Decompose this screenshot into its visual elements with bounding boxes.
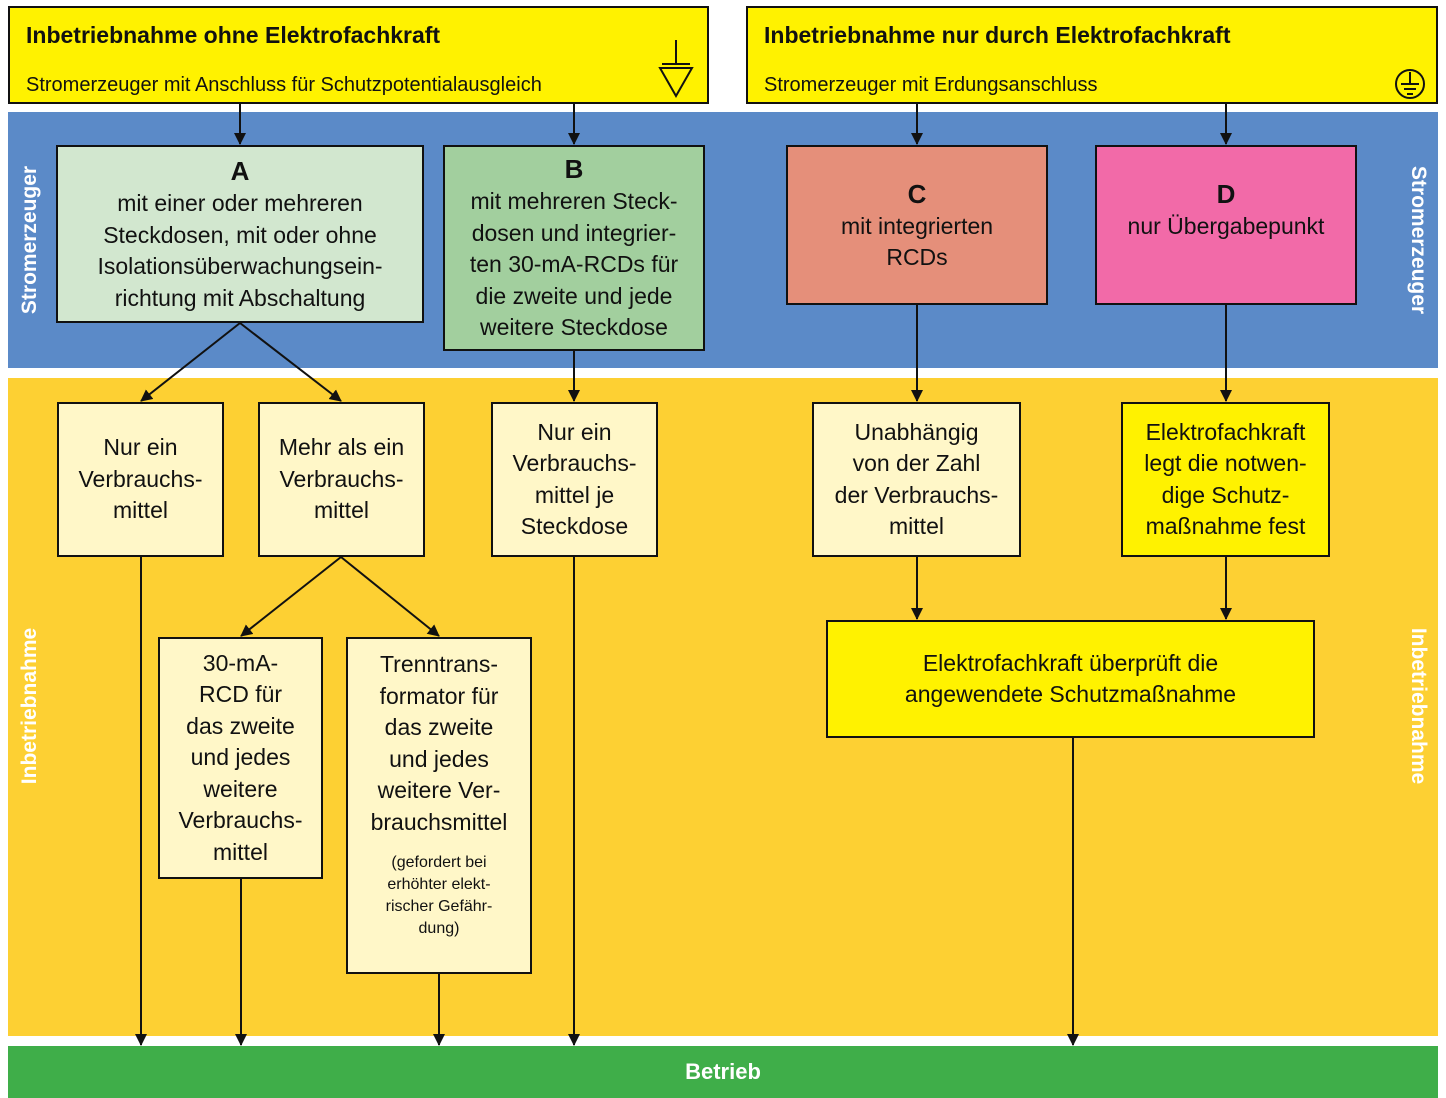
generator-b: B mit mehreren Steck- dosen und integrie… bbox=[443, 145, 705, 351]
transformer-note-line: rischer Gefähr- bbox=[385, 898, 493, 915]
generator-b-line: ten 30-mA-RCDs für bbox=[469, 251, 679, 278]
generator-a-line: richtung mit Abschaltung bbox=[114, 284, 366, 311]
generator-a: A mit einer oder mehreren Steckdosen, mi… bbox=[56, 145, 424, 323]
generator-c-letter: C bbox=[907, 178, 927, 209]
generator-b-line: weitere Steckdose bbox=[480, 314, 668, 341]
consumer-a2-line: Mehr als ein bbox=[278, 434, 405, 461]
arrow-a2-to-transformer bbox=[340, 556, 440, 637]
betrieb-label: Betrieb bbox=[685, 1059, 761, 1084]
measure-rcd: 30-mA- RCD für das zweite und jedes weit… bbox=[158, 637, 323, 879]
consumer-c1-line: der Verbrauchs- bbox=[834, 481, 999, 508]
measure-rcd-line: und jedes bbox=[190, 744, 291, 771]
consumer-a2-line: Verbrauchs- bbox=[279, 465, 404, 492]
header-left-title: Inbetriebnahme ohne Elektrofachkraft bbox=[26, 22, 441, 48]
generator-a-line: Isolationsüberwachungsein- bbox=[97, 253, 383, 279]
measure-rcd-line: RCD für bbox=[198, 681, 283, 708]
measure-transformer-line: brauchsmittel bbox=[370, 808, 508, 835]
measure-rcd-line: weitere bbox=[203, 775, 278, 802]
header-right-subtitle: Stromerzeuger mit Erdungsanschluss bbox=[764, 74, 1098, 96]
measure-check: Elektrofachkraft überprüft die angewende… bbox=[826, 620, 1315, 738]
measure-transformer: Trenntrans- formator für das zweite und … bbox=[346, 637, 532, 974]
arrow-a-to-a2 bbox=[239, 322, 342, 402]
generator-c-line: mit integrierten bbox=[840, 212, 994, 239]
consumer-a2: Mehr als ein Verbrauchs- mittel bbox=[258, 402, 425, 557]
consumer-b1-line: mittel je bbox=[534, 481, 615, 508]
measure-rcd-line: 30-mA- bbox=[202, 649, 279, 676]
measure-transformer-line: weitere Ver- bbox=[377, 777, 501, 803]
transformer-note-line: erhöhter elekt- bbox=[387, 876, 491, 893]
generator-d-letter: D bbox=[1216, 178, 1236, 209]
consumer-b1-line: Steckdose bbox=[520, 513, 629, 539]
measure-transformer-line: das zweite bbox=[384, 714, 494, 740]
arrow-a-to-a1 bbox=[140, 322, 241, 402]
consumer-a1-line: Verbrauchs- bbox=[78, 465, 203, 492]
generator-a-line: mit einer oder mehreren bbox=[117, 190, 363, 216]
consumer-a2-line: mittel bbox=[314, 497, 369, 524]
generator-b-line: die zweite und jede bbox=[475, 282, 673, 309]
generator-a-letter: A bbox=[230, 156, 250, 186]
header-right-title: Inbetriebnahme nur durch Elektrofachkraf… bbox=[764, 22, 1231, 48]
generator-c-line: RCDs bbox=[886, 244, 948, 270]
consumer-b1-line: Nur ein bbox=[537, 418, 612, 445]
consumer-d1-line: dige Schutz- bbox=[1161, 481, 1290, 508]
transformer-note: (gefordert bei erhöhter elekt- rischer G… bbox=[386, 852, 493, 940]
measure-transformer-line: und jedes bbox=[389, 745, 489, 772]
consumer-d1: Elektrofachkraft legt die notwen- dige S… bbox=[1121, 402, 1330, 557]
consumer-b1: Nur ein Verbrauchs- mittel je Steckdose bbox=[491, 402, 658, 557]
generator-b-line: mit mehreren Steck- bbox=[470, 188, 678, 215]
measure-rcd-line: mittel bbox=[213, 838, 268, 865]
consumer-a1-line: Nur ein bbox=[103, 434, 178, 461]
measure-transformer-line: Trenntrans- bbox=[379, 651, 499, 677]
transformer-note-line: (gefordert bei bbox=[391, 854, 487, 871]
measure-rcd-line: Verbrauchs- bbox=[178, 807, 303, 834]
transformer-note-line: dung) bbox=[418, 920, 460, 937]
generator-d: D nur Übergabepunkt bbox=[1095, 145, 1357, 305]
protective-earth-icon bbox=[1395, 69, 1425, 99]
consumer-c1: Unabhängig von der Zahl der Verbrauchs- … bbox=[812, 402, 1021, 557]
generator-b-line: dosen und integrier- bbox=[471, 219, 677, 246]
generator-c: C mit integrierten RCDs bbox=[786, 145, 1048, 305]
consumer-d1-line: legt die notwen- bbox=[1144, 450, 1307, 476]
arrow-a2-to-rcd bbox=[240, 556, 342, 637]
consumer-d1-line: maßnahme fest bbox=[1145, 513, 1306, 539]
consumer-b1-line: Verbrauchs- bbox=[512, 450, 637, 476]
consumer-c1-line: mittel bbox=[889, 513, 944, 539]
consumer-c1-line: von der Zahl bbox=[852, 450, 981, 476]
band-betrieb: Betrieb bbox=[8, 1046, 1438, 1098]
header-left-subtitle: Stromerzeuger mit Anschluss für Schutzpo… bbox=[26, 74, 542, 96]
measure-check-line: Elektrofachkraft überprüft die bbox=[922, 649, 1219, 676]
consumer-c1-line: Unabhängig bbox=[854, 418, 979, 445]
consumer-a1: Nur ein Verbrauchs- mittel bbox=[57, 402, 224, 557]
header-left: Inbetriebnahme ohne Elektrofachkraft Str… bbox=[8, 6, 709, 104]
consumer-a1-line: mittel bbox=[113, 497, 168, 524]
generator-d-line: nur Übergabepunkt bbox=[1127, 212, 1325, 239]
header-right: Inbetriebnahme nur durch Elektrofachkraf… bbox=[746, 6, 1438, 104]
measure-transformer-line: formator für bbox=[379, 682, 499, 709]
generator-b-letter: B bbox=[564, 154, 584, 185]
measure-rcd-line: das zweite bbox=[186, 712, 295, 739]
consumer-d1-line: Elektrofachkraft bbox=[1145, 418, 1306, 445]
equipotential-bonding-icon bbox=[658, 40, 694, 99]
generator-a-line: Steckdosen, mit oder ohne bbox=[103, 221, 377, 248]
measure-check-line: angewendete Schutzmaßnahme bbox=[904, 681, 1237, 707]
